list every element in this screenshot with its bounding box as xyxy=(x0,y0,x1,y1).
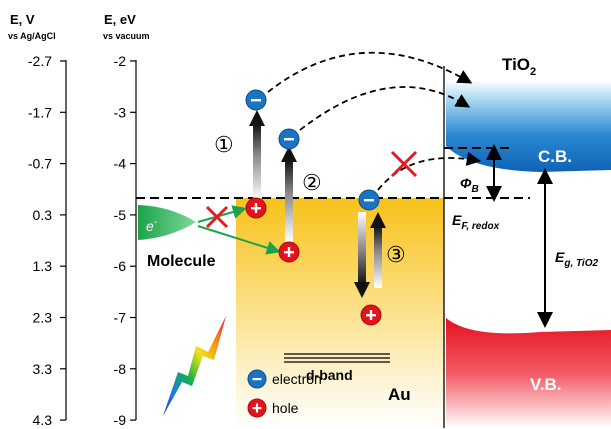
legend-electron-label: electron xyxy=(272,371,322,387)
electron-2 xyxy=(278,128,300,150)
right-axis-tick-label: -8 xyxy=(114,361,127,377)
d-band-label: d-band xyxy=(306,367,353,383)
right-axis-tick-label: -6 xyxy=(114,258,127,274)
right-axis-tick-label: -3 xyxy=(114,104,127,120)
right-axis-tick-label: -9 xyxy=(114,412,127,428)
left-axis-tick-label: -0.7 xyxy=(28,156,52,172)
right-axis-subtitle: vs vacuum xyxy=(103,31,150,41)
interband-arrow-down xyxy=(354,212,370,298)
schottky-barrier-label: ΦB xyxy=(460,175,479,195)
hole-3 xyxy=(360,304,382,326)
left-axis-tick-label: 1.3 xyxy=(33,258,53,274)
left-axis-tick-label: -2.7 xyxy=(28,53,52,69)
right-axis-tick-label: -2 xyxy=(114,53,127,69)
hole-2 xyxy=(278,241,300,263)
electron-1 xyxy=(245,89,267,111)
au-label: Au xyxy=(388,385,411,404)
transfer-arrow-2 xyxy=(299,86,471,131)
tio2-conduction-band xyxy=(446,80,611,172)
transfer-arrow-1 xyxy=(267,51,473,93)
svg-text:TiO2: TiO2 xyxy=(502,55,536,78)
excitation-arrow-2 xyxy=(281,146,297,242)
blocked-transfer-cross-1 xyxy=(205,205,229,229)
legend-hole-icon xyxy=(247,398,267,418)
legend: electron hole xyxy=(247,369,322,418)
tio2-label: TiO2 xyxy=(502,55,536,78)
left-axis-tick-label: 4.3 xyxy=(33,412,53,428)
step-1-label: ① xyxy=(214,132,234,157)
left-axis-subtitle: vs Ag/AgCl xyxy=(8,31,56,41)
molecule-label: Molecule xyxy=(147,253,216,270)
right-axis-tick-label: -7 xyxy=(114,310,127,326)
tio2-valence-band xyxy=(446,318,611,428)
left-axis-tick-label: -1.7 xyxy=(28,104,52,120)
molecule-orbital xyxy=(138,205,196,240)
left-axis-tick-label: 0.3 xyxy=(33,207,53,223)
transfer-arrow-3 xyxy=(377,151,482,191)
hole-1 xyxy=(245,197,267,219)
molecule-electron-label: e- xyxy=(146,217,158,234)
step-3-label: ③ xyxy=(386,242,406,267)
cb-label: C.B. xyxy=(538,147,572,166)
excitation-arrow-1 xyxy=(249,110,265,200)
interband-arrow-up xyxy=(370,212,386,288)
light-icon xyxy=(163,316,226,416)
legend-electron-icon xyxy=(247,369,267,389)
au-region xyxy=(236,198,444,428)
left-axis-tick-label: 3.3 xyxy=(33,361,53,377)
fermi-level-label: EF, redox xyxy=(452,212,500,232)
molecule-to-hole2-arrow xyxy=(197,225,281,255)
electron-3 xyxy=(358,189,380,211)
right-axis-tick-label: -4 xyxy=(114,156,127,172)
blocked-transfer-cross-2 xyxy=(390,150,418,178)
step-2-label: ② xyxy=(302,170,322,195)
left-axis-title: E, V xyxy=(10,12,35,27)
left-axis-tick-label: 2.3 xyxy=(33,310,53,326)
right-axis: -2 -3 -4 -5 -6 -7 -8 -9 xyxy=(114,53,137,428)
right-axis-title: E, eV xyxy=(104,12,136,27)
legend-hole-label: hole xyxy=(272,400,299,416)
band-gap-label: Eg, TiO2 xyxy=(555,249,598,269)
vb-label: V.B. xyxy=(530,375,562,394)
right-axis-tick-label: -5 xyxy=(114,207,127,223)
d-band-lines xyxy=(284,353,390,363)
left-axis: -2.7 -1.7 -0.7 0.3 1.3 2.3 3.3 4.3 xyxy=(28,53,67,428)
